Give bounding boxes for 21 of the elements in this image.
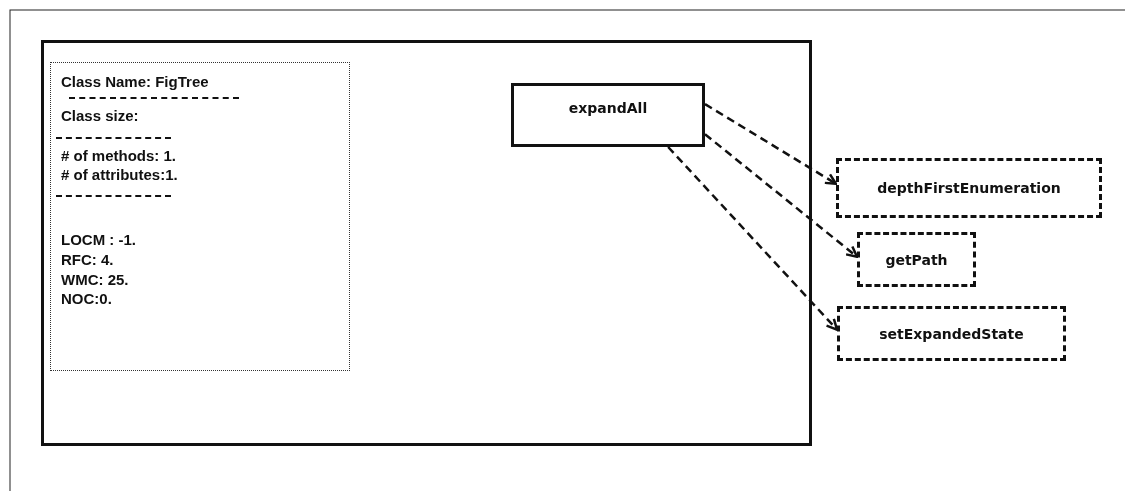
method-name: setExpandedState — [879, 325, 1024, 342]
metric-text: WMC: 25. — [61, 271, 129, 289]
metric-text: LOCM : -1. — [61, 231, 136, 249]
metric-text: NOC:0. — [61, 290, 112, 308]
method-box — [857, 232, 976, 287]
metrics-panel — [50, 62, 350, 371]
metric-text: Class Name: FigTree — [61, 73, 209, 91]
metric-text: # of attributes:1. — [61, 166, 178, 184]
metric-text: RFC: 4. — [61, 251, 114, 269]
method-name: expandAll — [568, 100, 648, 116]
method-box — [837, 306, 1066, 361]
class-frame — [41, 40, 812, 446]
method-box — [511, 83, 705, 147]
metric-text: # of methods: 1. — [61, 147, 176, 165]
method-name: getPath — [885, 251, 948, 268]
method-box — [836, 158, 1102, 218]
dashed-arrow — [704, 103, 838, 186]
method-name: depthFirstEnumeration — [877, 180, 1061, 196]
metric-text: Class size: — [61, 107, 139, 125]
dashed-arrow — [704, 133, 859, 258]
dashed-arrow — [667, 146, 839, 331]
